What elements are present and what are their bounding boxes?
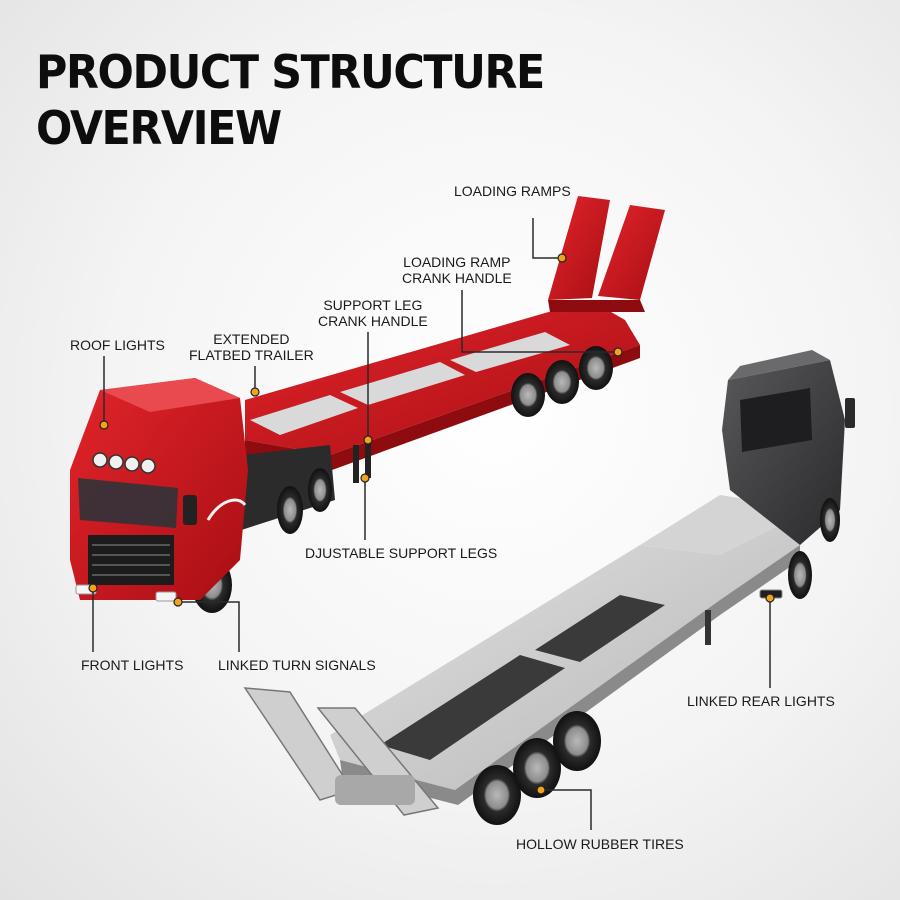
callout-front-lights-text: FRONT LIGHTS <box>81 657 184 673</box>
callout-loading-ramps: LOADING RAMPS <box>454 183 571 199</box>
red-front-light-right <box>155 591 177 602</box>
silver-trailer-wheels <box>473 711 601 825</box>
dot-support-leg-crank <box>363 435 373 445</box>
callout-loading-ramps-text: LOADING RAMPS <box>454 183 571 199</box>
dot-support-legs <box>360 473 370 483</box>
callout-adjustable-support-legs: DJUSTABLE SUPPORT LEGS <box>305 545 497 561</box>
callout-loading-ramp-crank-line-2: CRANK HANDLE <box>402 270 512 286</box>
dot-ramp-crank <box>613 347 623 357</box>
dot-turn-signals <box>173 597 183 607</box>
callout-linked-rear-lights: LINKED REAR LIGHTS <box>687 693 835 709</box>
callout-tires-text: HOLLOW RUBBER TIRES <box>516 836 684 852</box>
dot-front-lights <box>88 583 98 593</box>
callout-extended-flatbed-trailer: EXTENDED FLATBED TRAILER <box>189 331 314 363</box>
callout-loading-ramp-crank-handle: LOADING RAMP CRANK HANDLE <box>402 254 512 286</box>
red-trailer-wheels <box>511 346 613 417</box>
callout-roof-lights: ROOF LIGHTS <box>70 337 165 353</box>
callout-roof-lights-text: ROOF LIGHTS <box>70 337 165 353</box>
page-title: PRODUCT STRUCTURE OVERVIEW <box>36 44 545 156</box>
callout-turn-signals-text: LINKED TURN SIGNALS <box>218 657 376 673</box>
red-truck <box>70 196 665 613</box>
red-loading-ramp-right <box>598 205 665 300</box>
callout-rear-lights-text: LINKED REAR LIGHTS <box>687 693 835 709</box>
red-grille <box>88 535 174 585</box>
callout-flatbed-line-2: FLATBED TRAILER <box>189 347 314 363</box>
callout-loading-ramp-crank-line-1: LOADING RAMP <box>403 254 511 270</box>
dot-loading-ramps <box>557 253 567 263</box>
dot-rear-lights <box>765 593 775 603</box>
page-title-line-1: PRODUCT STRUCTURE <box>36 45 545 99</box>
red-loading-ramp-left <box>548 196 610 300</box>
callout-dots <box>88 253 775 795</box>
callout-linked-turn-signals: LINKED TURN SIGNALS <box>218 657 376 673</box>
callout-hollow-rubber-tires: HOLLOW RUBBER TIRES <box>516 836 684 852</box>
page-title-line-2: OVERVIEW <box>36 101 282 155</box>
dot-tires <box>536 785 546 795</box>
dot-roof-lights <box>99 420 109 430</box>
red-roof-lights <box>92 452 156 474</box>
callout-flatbed-line-1: EXTENDED <box>213 331 290 347</box>
callout-leader-lines <box>92 218 771 830</box>
callout-support-leg-crank-line-2: CRANK HANDLE <box>318 313 428 329</box>
black-truck <box>243 350 855 825</box>
black-windshield <box>740 388 812 452</box>
red-windshield <box>78 478 178 528</box>
callout-support-leg-crank-line-1: SUPPORT LEG <box>323 297 423 313</box>
dot-flatbed <box>250 387 260 397</box>
red-support-leg <box>353 445 359 483</box>
callout-front-lights: FRONT LIGHTS <box>81 657 183 673</box>
callout-support-legs-text: DJUSTABLE SUPPORT LEGS <box>305 545 498 561</box>
callout-support-leg-crank-handle: SUPPORT LEG CRANK HANDLE <box>318 297 428 329</box>
